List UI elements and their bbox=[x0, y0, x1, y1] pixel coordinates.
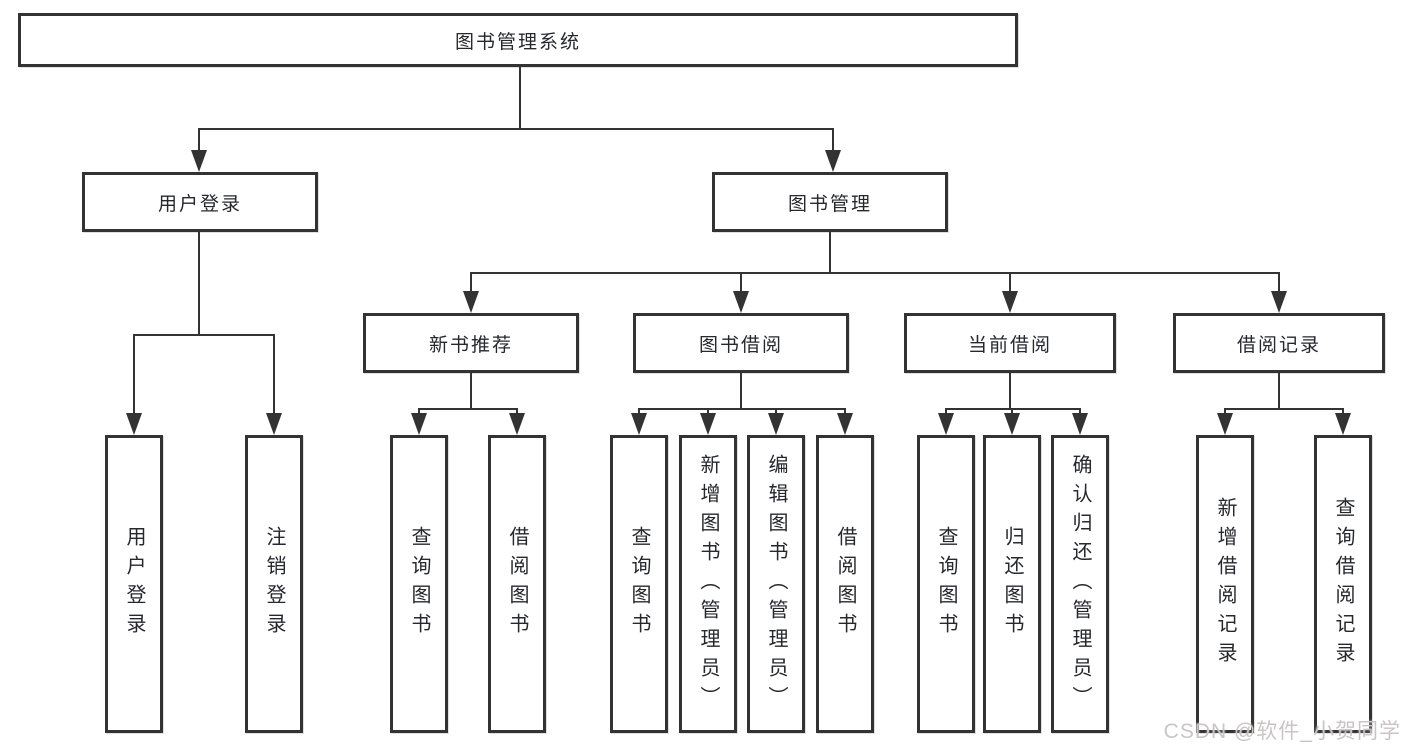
leaf-query-books-borrow: 查询图书 bbox=[610, 435, 668, 733]
connector-line bbox=[1224, 408, 1344, 410]
connector-line bbox=[775, 408, 777, 415]
node-label: 借阅图书 bbox=[834, 526, 856, 642]
connector-line bbox=[829, 232, 831, 272]
connector-line bbox=[945, 408, 947, 415]
connector-line bbox=[1009, 373, 1011, 408]
arrow-down-icon bbox=[266, 413, 282, 435]
connector-line bbox=[638, 408, 846, 410]
node-label: 编辑图书（管理员） bbox=[765, 453, 787, 715]
connector-line bbox=[1224, 408, 1226, 415]
leaf-logout: 注销登录 bbox=[245, 435, 303, 733]
connector-line bbox=[198, 128, 834, 130]
connector-line bbox=[1278, 373, 1280, 408]
arrow-down-icon bbox=[191, 150, 207, 172]
connector-line bbox=[133, 334, 275, 336]
connector-line bbox=[418, 408, 420, 415]
connector-line bbox=[740, 272, 742, 293]
connector-line bbox=[945, 408, 1081, 410]
node-label: 当前借阅 bbox=[967, 334, 1052, 356]
connector-line bbox=[470, 373, 472, 408]
arrow-down-icon bbox=[1004, 413, 1020, 435]
connector-line bbox=[418, 408, 518, 410]
node-label: 查询图书 bbox=[935, 526, 957, 642]
leaf-user-login: 用户登录 bbox=[105, 435, 163, 733]
leaf-return-books: 归还图书 bbox=[983, 435, 1041, 733]
arrow-down-icon bbox=[700, 413, 716, 435]
arrow-down-icon bbox=[126, 413, 142, 435]
node-new-book-recommendation: 新书推荐 bbox=[363, 313, 579, 373]
node-label: 归还图书 bbox=[1001, 526, 1023, 642]
node-label: 查询图书 bbox=[628, 526, 650, 642]
node-user-login: 用户登录 bbox=[82, 172, 318, 232]
connector-line bbox=[1278, 272, 1280, 293]
csdn-watermark: CSDN @软件_小贺同学 bbox=[1163, 720, 1401, 743]
arrow-down-icon bbox=[825, 150, 841, 172]
arrow-down-icon bbox=[1002, 291, 1018, 313]
arrow-down-icon bbox=[411, 413, 427, 435]
node-label: 新增图书（管理员） bbox=[697, 453, 719, 715]
connector-line bbox=[273, 334, 275, 415]
connector-line bbox=[1342, 408, 1344, 415]
arrow-down-icon bbox=[1072, 413, 1088, 435]
node-label: 图书管理系统 bbox=[454, 31, 581, 53]
connector-line bbox=[470, 272, 472, 293]
leaf-add-borrow-record: 新增借阅记录 bbox=[1196, 435, 1254, 733]
node-label: 确认归还（管理员） bbox=[1069, 453, 1091, 715]
connector-line bbox=[707, 408, 709, 415]
arrow-down-icon bbox=[837, 413, 853, 435]
node-label: 借阅图书 bbox=[506, 526, 528, 642]
connector-line bbox=[1079, 408, 1081, 415]
node-book-management: 图书管理 bbox=[712, 172, 948, 232]
arrow-down-icon bbox=[938, 413, 954, 435]
leaf-query-borrow-record: 查询借阅记录 bbox=[1314, 435, 1372, 733]
connector-line bbox=[832, 128, 834, 152]
connector-line bbox=[198, 232, 200, 334]
arrow-down-icon bbox=[1335, 413, 1351, 435]
leaf-add-books-admin: 新增图书（管理员） bbox=[679, 435, 737, 733]
arrow-down-icon bbox=[631, 413, 647, 435]
leaf-borrow-books-recommend: 借阅图书 bbox=[488, 435, 546, 733]
connector-line bbox=[844, 408, 846, 415]
leaf-borrow-books: 借阅图书 bbox=[816, 435, 874, 733]
leaf-confirm-return-admin: 确认归还（管理员） bbox=[1051, 435, 1109, 733]
arrow-down-icon bbox=[1271, 291, 1287, 313]
node-book-borrowing: 图书借阅 bbox=[633, 313, 849, 373]
node-label: 新增借阅记录 bbox=[1214, 497, 1236, 671]
connector-line bbox=[519, 67, 521, 128]
arrow-down-icon bbox=[509, 413, 525, 435]
connector-line bbox=[198, 128, 200, 152]
connector-line bbox=[516, 408, 518, 415]
node-label: 图书管理 bbox=[787, 193, 872, 215]
connector-line bbox=[638, 408, 640, 415]
connector-line bbox=[740, 373, 742, 408]
node-label: 用户登录 bbox=[123, 526, 145, 642]
connector-line bbox=[1009, 272, 1011, 293]
node-label: 查询图书 bbox=[408, 526, 430, 642]
arrow-down-icon bbox=[733, 291, 749, 313]
node-current-borrowing: 当前借阅 bbox=[904, 313, 1116, 373]
connector-line bbox=[133, 334, 135, 415]
leaf-query-books-current: 查询图书 bbox=[917, 435, 975, 733]
node-label: 查询借阅记录 bbox=[1332, 497, 1354, 671]
arrow-down-icon bbox=[463, 291, 479, 313]
node-label: 用户登录 bbox=[157, 193, 242, 215]
connector-line bbox=[470, 272, 1280, 274]
node-borrowing-records: 借阅记录 bbox=[1173, 313, 1385, 373]
node-label: 借阅记录 bbox=[1236, 334, 1321, 356]
leaf-edit-books-admin: 编辑图书（管理员） bbox=[747, 435, 805, 733]
node-library-management-system: 图书管理系统 bbox=[18, 13, 1018, 67]
arrow-down-icon bbox=[1217, 413, 1233, 435]
connector-line bbox=[1011, 408, 1013, 415]
leaf-query-books-recommend: 查询图书 bbox=[390, 435, 448, 733]
arrow-down-icon bbox=[768, 413, 784, 435]
node-label: 注销登录 bbox=[263, 526, 285, 642]
node-label: 图书借阅 bbox=[698, 334, 783, 356]
node-label: 新书推荐 bbox=[428, 334, 513, 356]
